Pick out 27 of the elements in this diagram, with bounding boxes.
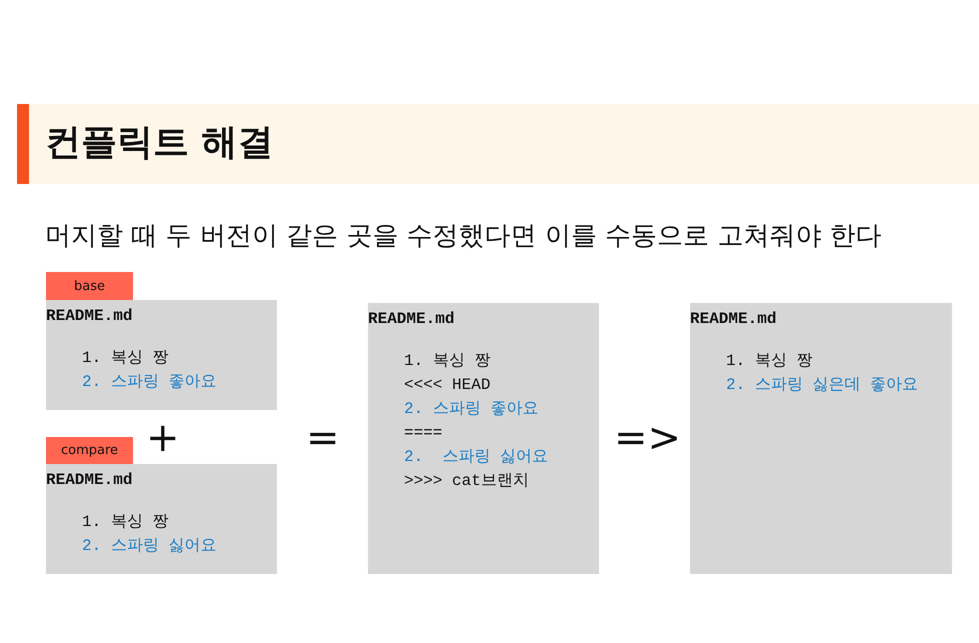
code-line: 1. 복싱 짱 bbox=[82, 512, 168, 533]
file-panel bbox=[46, 464, 277, 574]
file-panel bbox=[368, 303, 599, 574]
code-line: 2. 스파링 싫은데 좋아요 bbox=[726, 375, 918, 396]
result-arrow-sign: => bbox=[614, 418, 682, 458]
equals-sign: = bbox=[306, 418, 340, 458]
code-line: 1. 복싱 짱 bbox=[726, 351, 812, 372]
file-name: README.md bbox=[368, 309, 454, 330]
subtitle: 머지할 때 두 버전이 같은 곳을 수정했다면 이를 수동으로 고쳐줘야 한다 bbox=[45, 220, 882, 253]
code-line: 1. 복싱 짱 bbox=[82, 348, 168, 369]
code-line: 1. 복싱 짱 bbox=[404, 351, 490, 372]
tag-label: base bbox=[46, 272, 133, 300]
plus-sign: + bbox=[146, 418, 180, 458]
code-line: ==== bbox=[404, 423, 442, 444]
file-panel bbox=[46, 300, 277, 410]
code-line: <<<< HEAD bbox=[404, 375, 490, 396]
tag-label: compare bbox=[46, 437, 133, 464]
code-line: 2. 스파링 싫어요 bbox=[82, 536, 216, 557]
slide-title: 컨플릭트 해결 bbox=[45, 121, 274, 165]
code-line: 2. 스파링 싫어요 bbox=[404, 447, 548, 468]
code-line: 2. 스파링 좋아요 bbox=[404, 399, 538, 420]
file-name: README.md bbox=[46, 470, 132, 491]
file-name: README.md bbox=[46, 306, 132, 327]
code-line: 2. 스파링 좋아요 bbox=[82, 372, 216, 393]
file-panel bbox=[690, 303, 952, 574]
file-name: README.md bbox=[690, 309, 776, 330]
code-line: >>>> cat브랜치 bbox=[404, 471, 529, 492]
